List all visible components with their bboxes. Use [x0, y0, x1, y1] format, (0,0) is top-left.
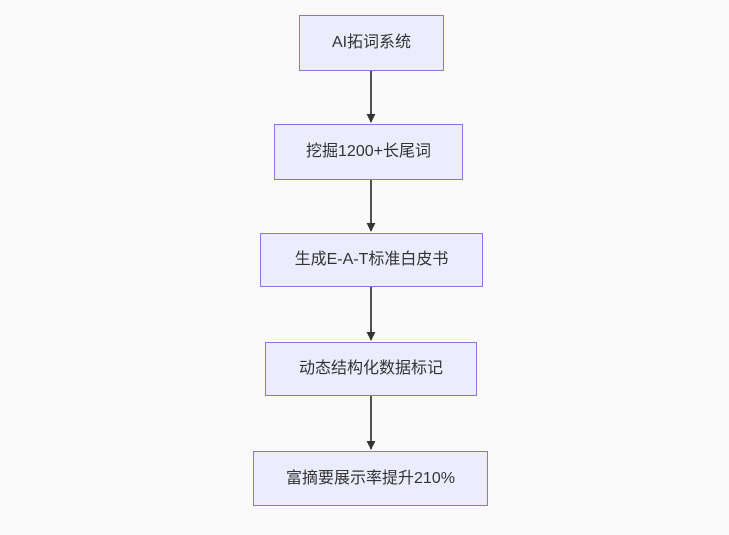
- flowchart-node-step-4: 动态结构化数据标记: [265, 342, 477, 396]
- flowchart-node-step-3: 生成E-A-T标准白皮书: [260, 233, 483, 287]
- node-label-step-4: 动态结构化数据标记: [298, 360, 443, 378]
- flowchart-node-step-1: AI拓词系统: [299, 15, 444, 71]
- node-label-step-1: AI拓词系统: [331, 34, 412, 52]
- node-label-step-2: 挖掘1200+长尾词: [306, 143, 431, 161]
- flowchart-node-step-2: 挖掘1200+长尾词: [274, 124, 463, 180]
- node-label-step-5: 富摘要展示率提升210%: [286, 469, 455, 487]
- flowchart-node-step-5: 富摘要展示率提升210%: [253, 451, 488, 506]
- node-label-step-3: 生成E-A-T标准白皮书: [294, 251, 449, 269]
